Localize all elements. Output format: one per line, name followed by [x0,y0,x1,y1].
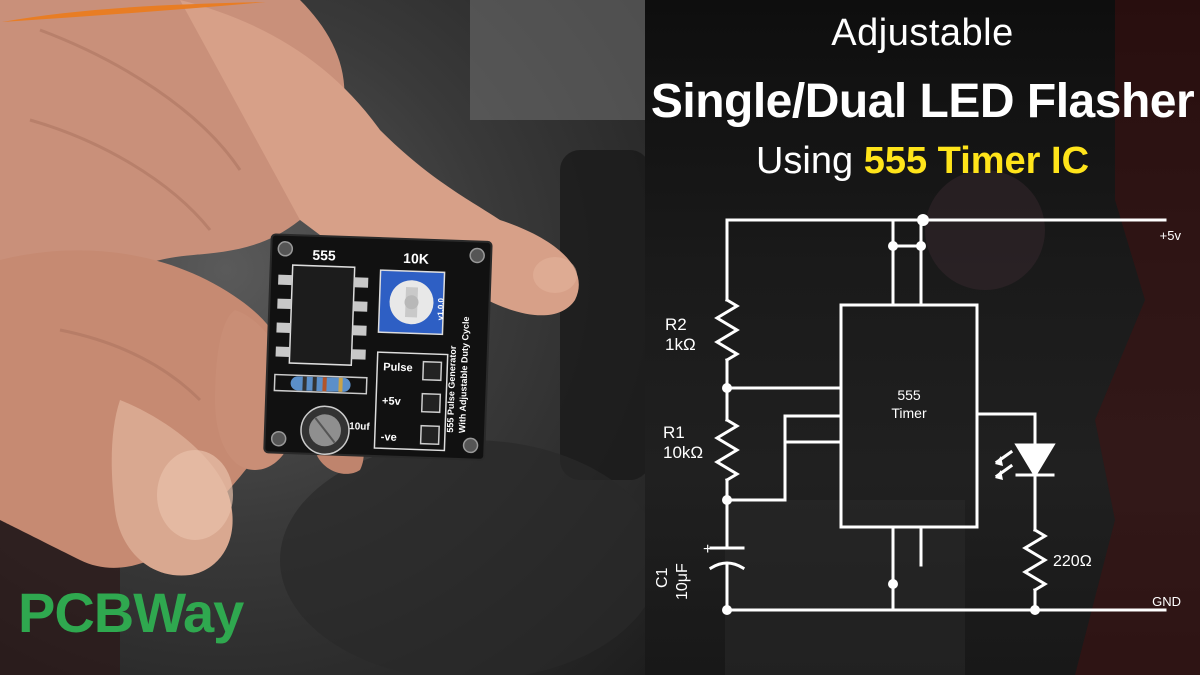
vcc-label: +5v [1160,228,1182,243]
schematic-background [725,0,1200,675]
schematic: +5v GND R2 1kΩ R1 10kΩ + C1 10μF 555 Tim… [654,214,1182,615]
pcb-version: v1.0.0 [436,297,446,320]
pcb-board-title-1: 555 Pulse Generator [445,345,458,433]
r1-value: 10kΩ [663,443,703,462]
pcbway-logo: PCBWay [18,581,244,644]
title-highlight: 555 Timer IC [863,140,1090,182]
pcb-board: 555 10K 555 Pulse Generator With Adjusta… [263,233,493,461]
pcb-resistor [273,373,368,395]
potentiometer [377,269,446,336]
r2-value: 1kΩ [665,335,696,354]
pcb-pin-vcc: +5v [382,395,402,408]
diagram-panel: Adjustable Single/Dual LED Flasher Using… [645,0,1200,675]
led-resistor-value: 220Ω [1053,553,1092,570]
pcb-pin-gnd: -ve [381,431,397,444]
schematic-wires [708,218,1167,612]
pcb-board-title-2: With Adjustable Duty Cycle [457,316,471,433]
c1-polarity: + [703,541,712,558]
pcb-pot-label: 10K [403,250,429,267]
c1-name: C1 [654,567,671,588]
pcb-ic-label: 555 [312,247,336,264]
pcb-capacitor [300,405,350,456]
pcb-cap-label: 10uf [349,421,371,433]
title-line-3: Using 555 Timer IC [645,140,1200,183]
gnd-label: GND [1152,594,1181,609]
c1-value: 10μF [674,563,691,600]
title-line-2: Single/Dual LED Flasher [650,75,1195,128]
title-line-3-prefix: Using [755,140,864,182]
r2-name: R2 [665,315,687,334]
r1-name: R1 [663,423,685,442]
ic-chip [275,264,369,366]
logo-swoosh-icon [2,2,266,22]
junction-dots [722,214,1040,615]
photo-panel: 555 10K 555 Pulse Generator With Adjusta… [0,0,645,675]
hand-with-pcb-illustration: 555 10K 555 Pulse Generator With Adjusta… [0,0,645,675]
title-line-1: Adjustable [831,12,1014,54]
ic-label-line2: Timer [891,405,927,421]
ic-label-line1: 555 [897,387,921,403]
pcb-pin-pulse: Pulse [383,361,413,374]
